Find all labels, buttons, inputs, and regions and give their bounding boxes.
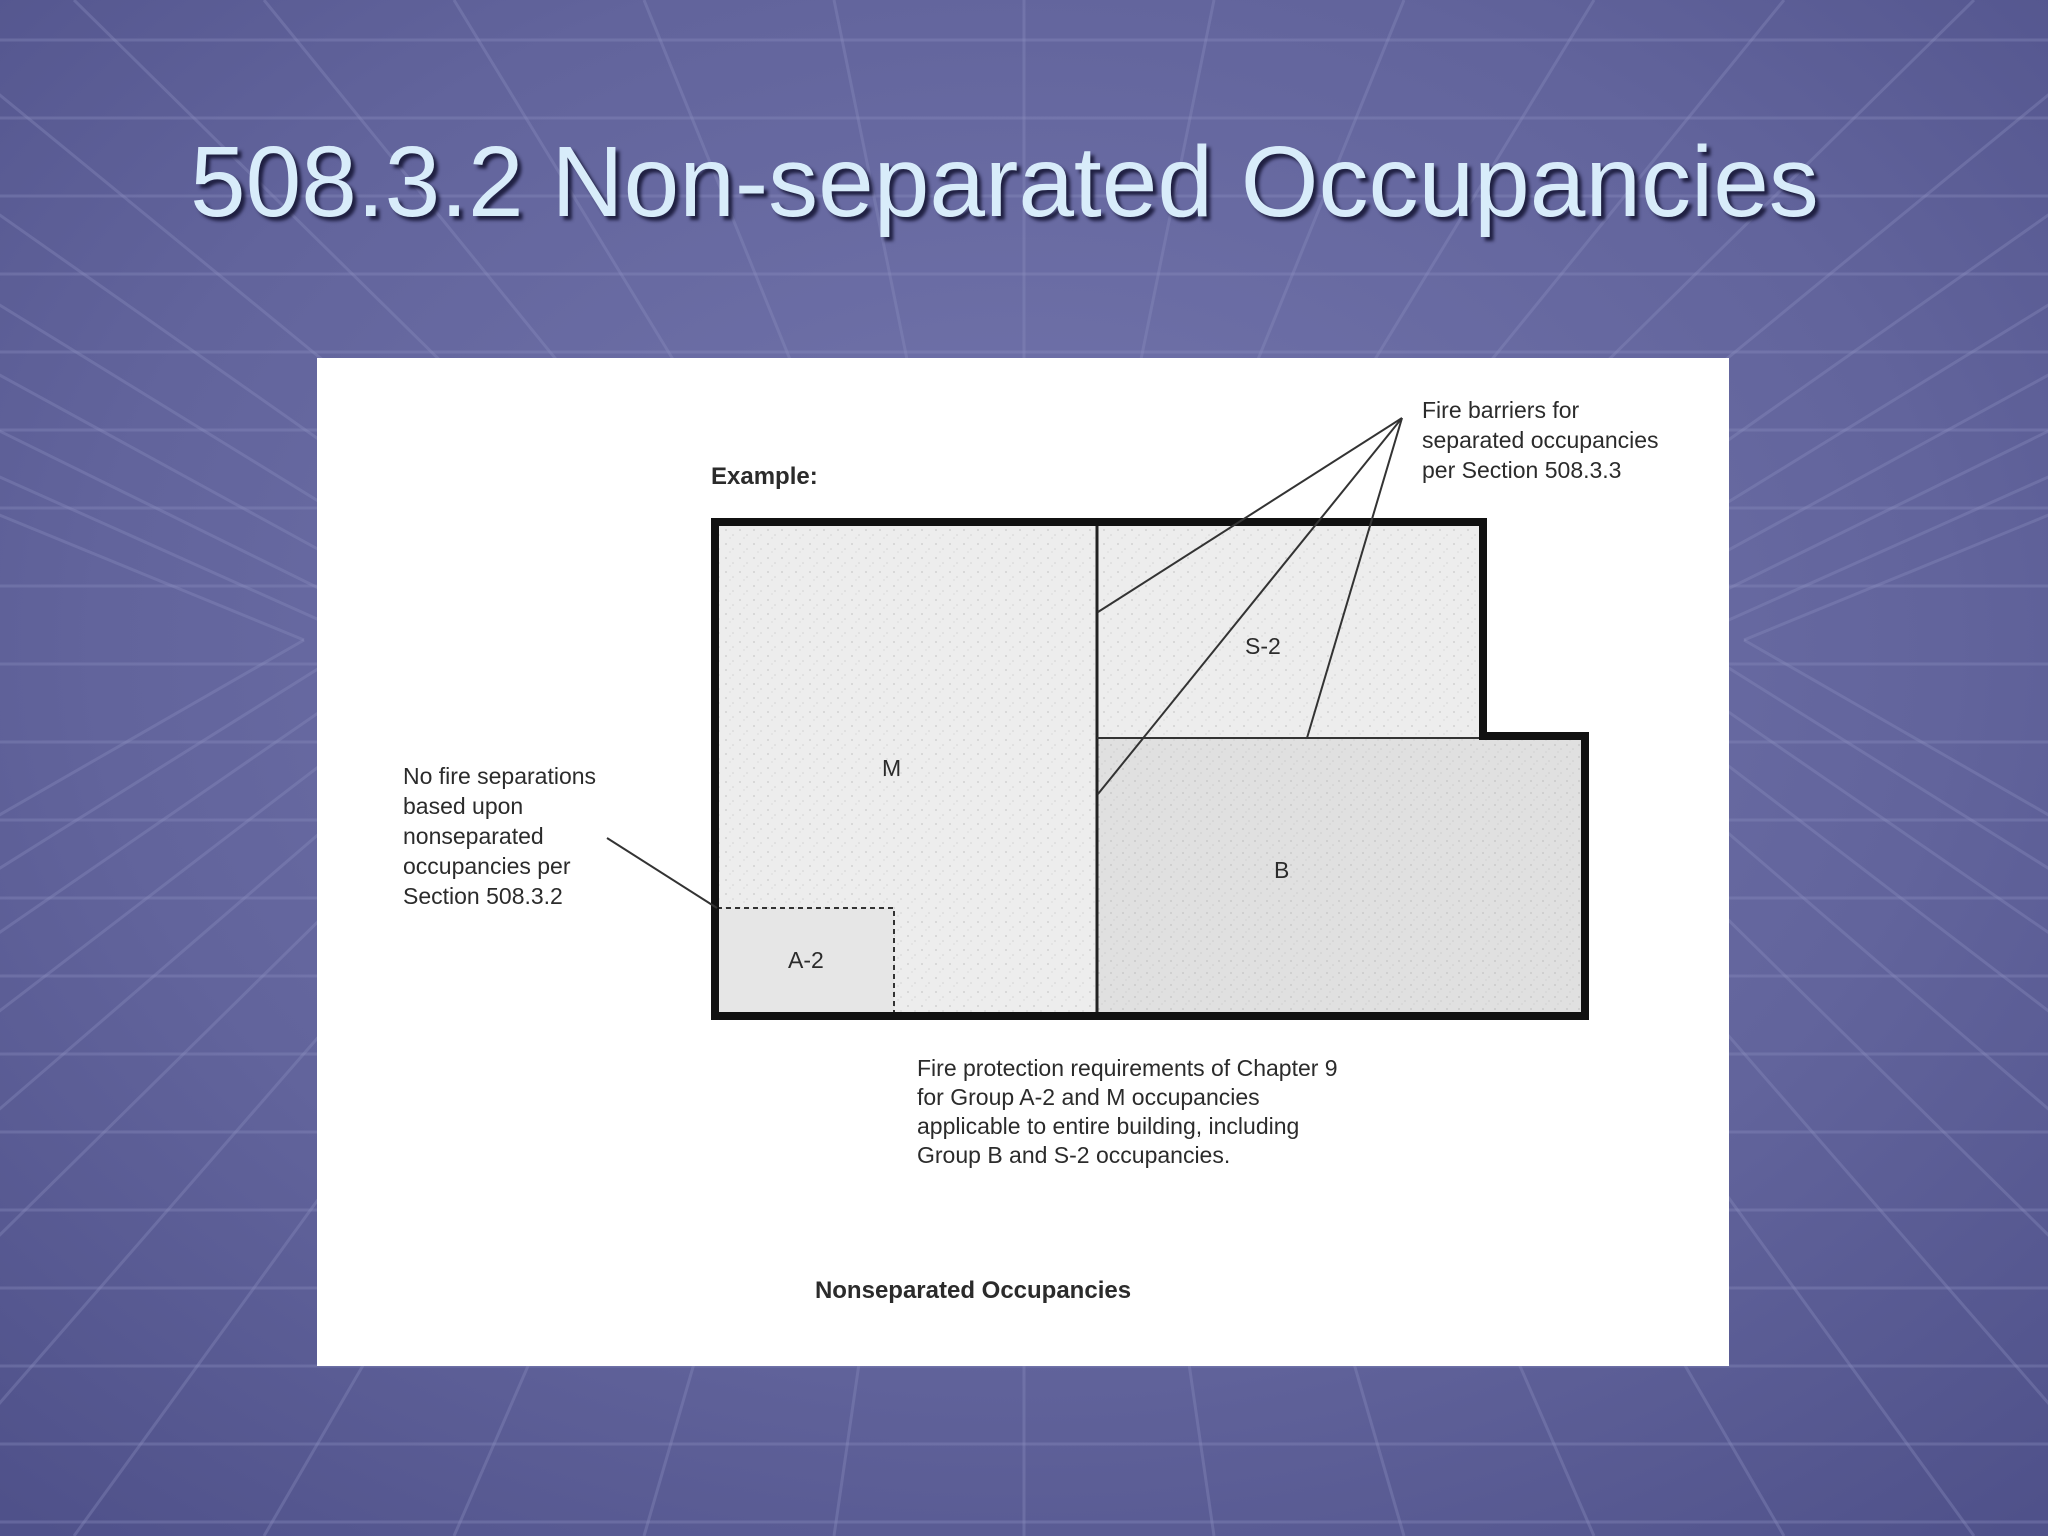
- room-b: [1097, 738, 1587, 1014]
- room-a2-label: A-2: [788, 947, 824, 973]
- no-separation-callout: No fire separations based upon nonsepara…: [403, 763, 602, 909]
- figure-caption: Nonseparated Occupancies: [815, 1277, 1131, 1304]
- fire-barrier-leaders: [1097, 417, 1403, 795]
- example-label: Example:: [711, 463, 818, 490]
- no-separation-leader: [606, 837, 718, 909]
- a2-dashed-boundary: [717, 907, 895, 1014]
- figure-panel: Example: M S-2 B A-2 Fire barriers for s…: [317, 358, 1729, 1366]
- fire-protection-callout: Fire protection requirements of Chapter …: [917, 1055, 1344, 1168]
- room-s2-label: S-2: [1245, 633, 1281, 659]
- fire-barriers-callout: Fire barriers for separated occupancies …: [1422, 397, 1665, 483]
- room-b-label: B: [1274, 857, 1289, 883]
- room-a2: [717, 908, 894, 1014]
- room-m-label: M: [882, 755, 901, 781]
- slide-title: 508.3.2 Non-separated Occupancies: [190, 126, 1819, 238]
- occupancy-diagram: Example: M S-2 B A-2 Fire barriers for s…: [403, 397, 1665, 1304]
- room-s2: [1097, 524, 1481, 742]
- building-exterior-wall: [711, 518, 1589, 1020]
